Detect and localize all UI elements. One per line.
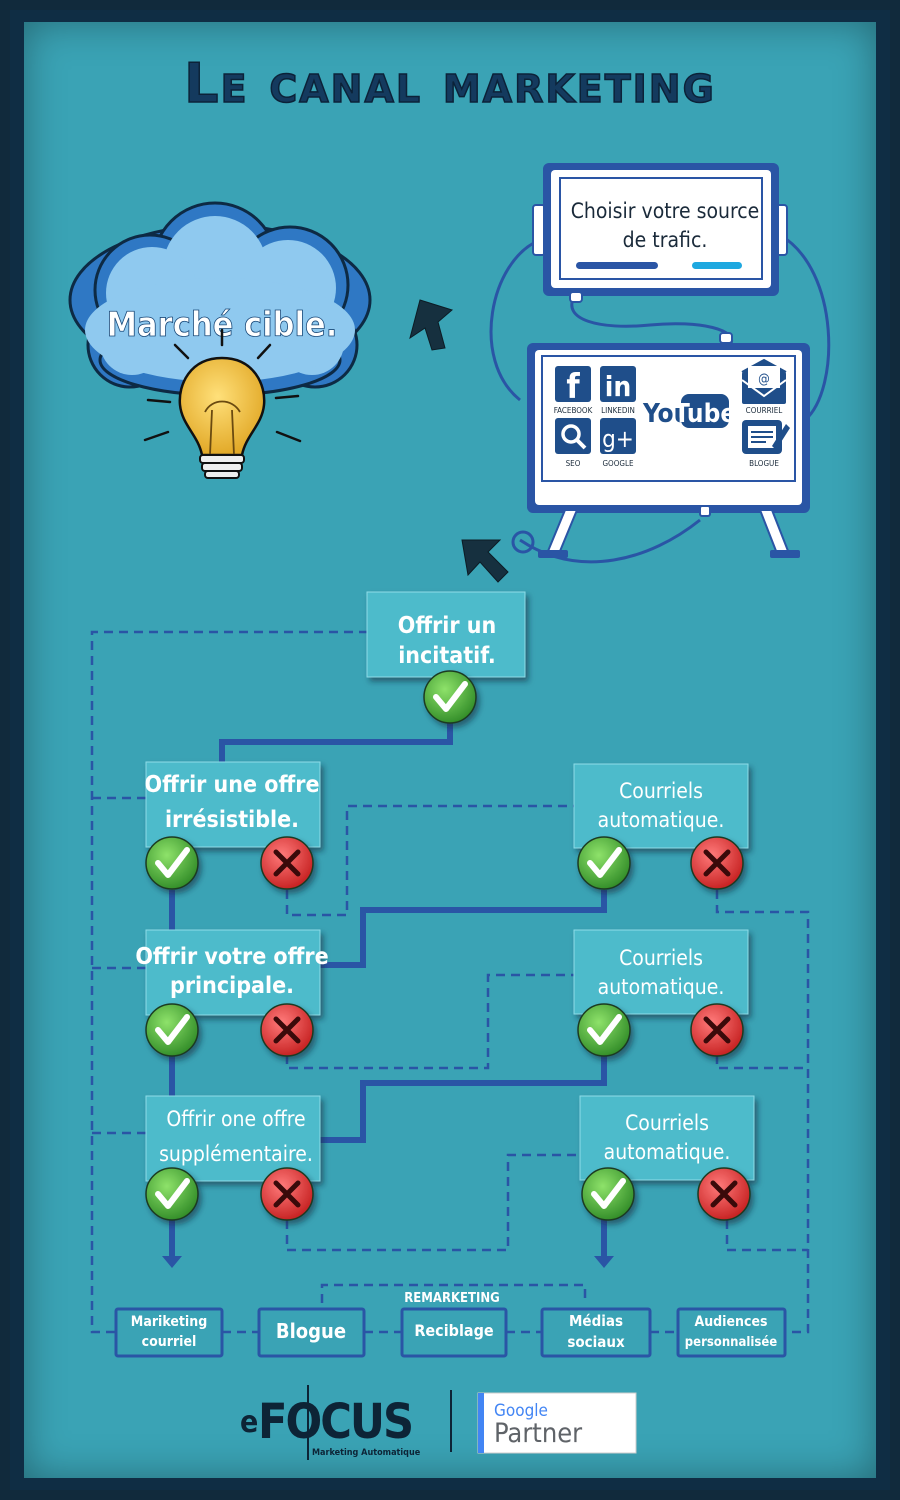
- focus-logo: e FOCUS Marketing Automatique: [240, 1385, 421, 1460]
- arrow-down-left-icon: [461, 539, 509, 583]
- linkedin-icon: [600, 366, 636, 402]
- cross-icon-irresistible: [260, 836, 314, 890]
- offer-irresistible-box: [145, 761, 321, 848]
- traffic-source-line1: Choisir votre source: [571, 199, 760, 223]
- traffic-source-line2: de trafic.: [623, 228, 708, 252]
- svg-text:@: @: [758, 372, 770, 387]
- auto-email-2-line2: automatique.: [598, 975, 725, 999]
- offer-incentive-line1: Offrir un: [398, 613, 497, 639]
- svg-text:in: in: [605, 370, 632, 403]
- check-icon-incentive: [423, 670, 477, 724]
- svg-text:Tube: Tube: [674, 399, 736, 429]
- check-icon-main: [145, 1003, 199, 1057]
- auto-email-box-2: [573, 929, 749, 1015]
- google-wordmark: Google: [494, 1401, 548, 1421]
- svg-text:e: e: [240, 1405, 258, 1440]
- check-icon-upsell: [145, 1167, 199, 1221]
- google-partner-badge: Google Partner: [477, 1392, 637, 1454]
- facebook-icon: [555, 366, 591, 402]
- google-label: GOOGLE: [602, 459, 633, 468]
- channel-blog-box: [257, 1307, 366, 1358]
- check-icon-auto-email-3: [581, 1167, 635, 1221]
- check-icon-irresistible: [145, 836, 199, 890]
- channel-audiences-line2: personnalisée: [685, 1335, 778, 1350]
- offer-main-line2: principale.: [170, 973, 294, 999]
- channel-email-marketing-line1: Mariketing: [131, 1314, 207, 1330]
- offer-upsell-box: [145, 1095, 321, 1182]
- remarketing-label: REMARKETING: [404, 1291, 499, 1306]
- youtube-icon: You Tube: [642, 394, 736, 429]
- check-icon-auto-email-1: [577, 836, 631, 890]
- seo-label: SEO: [566, 459, 581, 468]
- offer-main-box: [145, 929, 321, 1016]
- offer-main-line1: Offrir votre offre: [135, 944, 328, 970]
- auto-email-1-line2: automatique.: [598, 808, 725, 832]
- auto-email-3-line1: Courriels: [625, 1111, 709, 1135]
- channel-social-line2: sociaux: [567, 1333, 625, 1351]
- channel-email-marketing-box: [114, 1307, 224, 1358]
- focus-tagline: Marketing Automatique: [312, 1448, 421, 1458]
- auto-email-3-line2: automatique.: [604, 1140, 731, 1164]
- offer-upsell-line2: supplémentaire.: [159, 1142, 313, 1166]
- channel-blog-label: Blogue: [276, 1319, 346, 1343]
- email-envelope-icon: @: [741, 358, 787, 404]
- auto-email-box-3: [579, 1095, 755, 1181]
- blog-label: BLOGUE: [749, 459, 779, 468]
- offer-upsell-line1: Offrir one offre: [166, 1107, 305, 1131]
- svg-text:f: f: [566, 367, 580, 407]
- channel-audiences-box: [676, 1307, 787, 1358]
- offer-irresistible-line1: Offrir une offre: [145, 772, 320, 798]
- channel-audiences-line1: Audiences: [694, 1314, 767, 1330]
- auto-email-box-1: [573, 763, 749, 849]
- offer-incentive-box: [366, 591, 526, 678]
- channel-email-marketing-line2: courriel: [142, 1334, 197, 1350]
- traffic-source-monitor: Choisir votre source de trafic.: [489, 163, 831, 564]
- offer-irresistible-line2: irrésistible.: [165, 807, 299, 833]
- email-label: COURRIEL: [746, 406, 783, 415]
- cross-icon-upsell: [260, 1167, 314, 1221]
- channel-retargeting-label: Reciblage: [414, 1321, 494, 1340]
- linkedin-label: LINKEDIN: [601, 406, 635, 415]
- offer-incentive-line2: incitatif.: [398, 643, 496, 669]
- svg-text:g+: g+: [602, 425, 634, 453]
- cross-icon-auto-email-1: [690, 836, 744, 890]
- facebook-label: FACEBOOK: [554, 406, 593, 415]
- page-title: Le canal marketing: [184, 52, 716, 115]
- cross-icon-auto-email-3: [697, 1167, 751, 1221]
- check-icon-auto-email-2: [577, 1003, 631, 1057]
- arrow-right-icon: [409, 299, 454, 351]
- auto-email-2-line1: Courriels: [619, 946, 703, 970]
- svg-text:FOCUS: FOCUS: [258, 1394, 412, 1450]
- partner-label: Partner: [494, 1418, 582, 1449]
- seo-search-icon: [555, 418, 591, 454]
- cross-icon-main: [260, 1003, 314, 1057]
- channel-social-line1: Médias: [569, 1312, 623, 1330]
- channel-social-box: [540, 1307, 652, 1358]
- funnel-connectors: [90, 630, 810, 1334]
- auto-email-1-line1: Courriels: [619, 779, 703, 803]
- blog-document-icon: [742, 420, 790, 454]
- channels-monitor: f FACEBOOK in LINKEDIN SEO g+ GOOGLE You…: [511, 343, 810, 558]
- channel-retargeting-box: [400, 1307, 508, 1358]
- google-plus-icon: [600, 418, 636, 454]
- cross-icon-auto-email-2: [690, 1003, 744, 1057]
- lightbulb-icon: [143, 328, 302, 479]
